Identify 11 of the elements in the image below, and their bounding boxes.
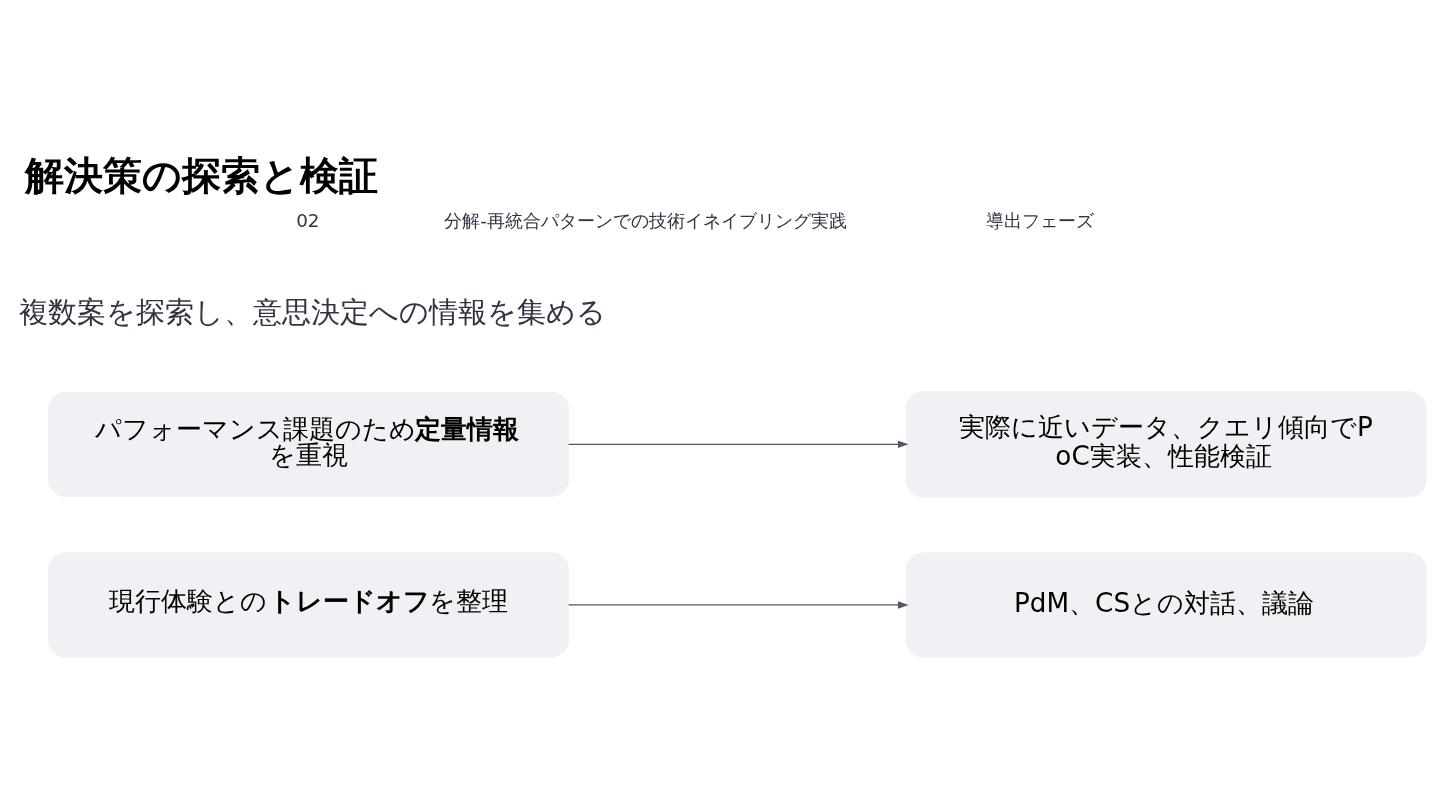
label: 02 bbox=[296, 209, 320, 231]
diagram-title: 解決策の探索と検証 bbox=[24, 151, 378, 198]
arrow bbox=[567, 601, 909, 609]
node-box: パフォーマンス課題のため定量情報を重視 bbox=[48, 391, 569, 497]
node-box: 現行体験とのトレードオフを整理 bbox=[48, 552, 569, 658]
label: 複数案を探索し、意思決定への情報を集める bbox=[19, 294, 607, 329]
node-box: PdM、CSとの対話、議論 bbox=[905, 552, 1427, 658]
label: 分解-再統合パターンでの技術イネイブリング実践 bbox=[444, 209, 847, 231]
label: 導出フェーズ bbox=[986, 209, 1095, 231]
node-box: 実際に近いデータ、クエリ傾向でPoC実装、性能検証 bbox=[905, 391, 1427, 498]
arrow bbox=[567, 440, 909, 448]
